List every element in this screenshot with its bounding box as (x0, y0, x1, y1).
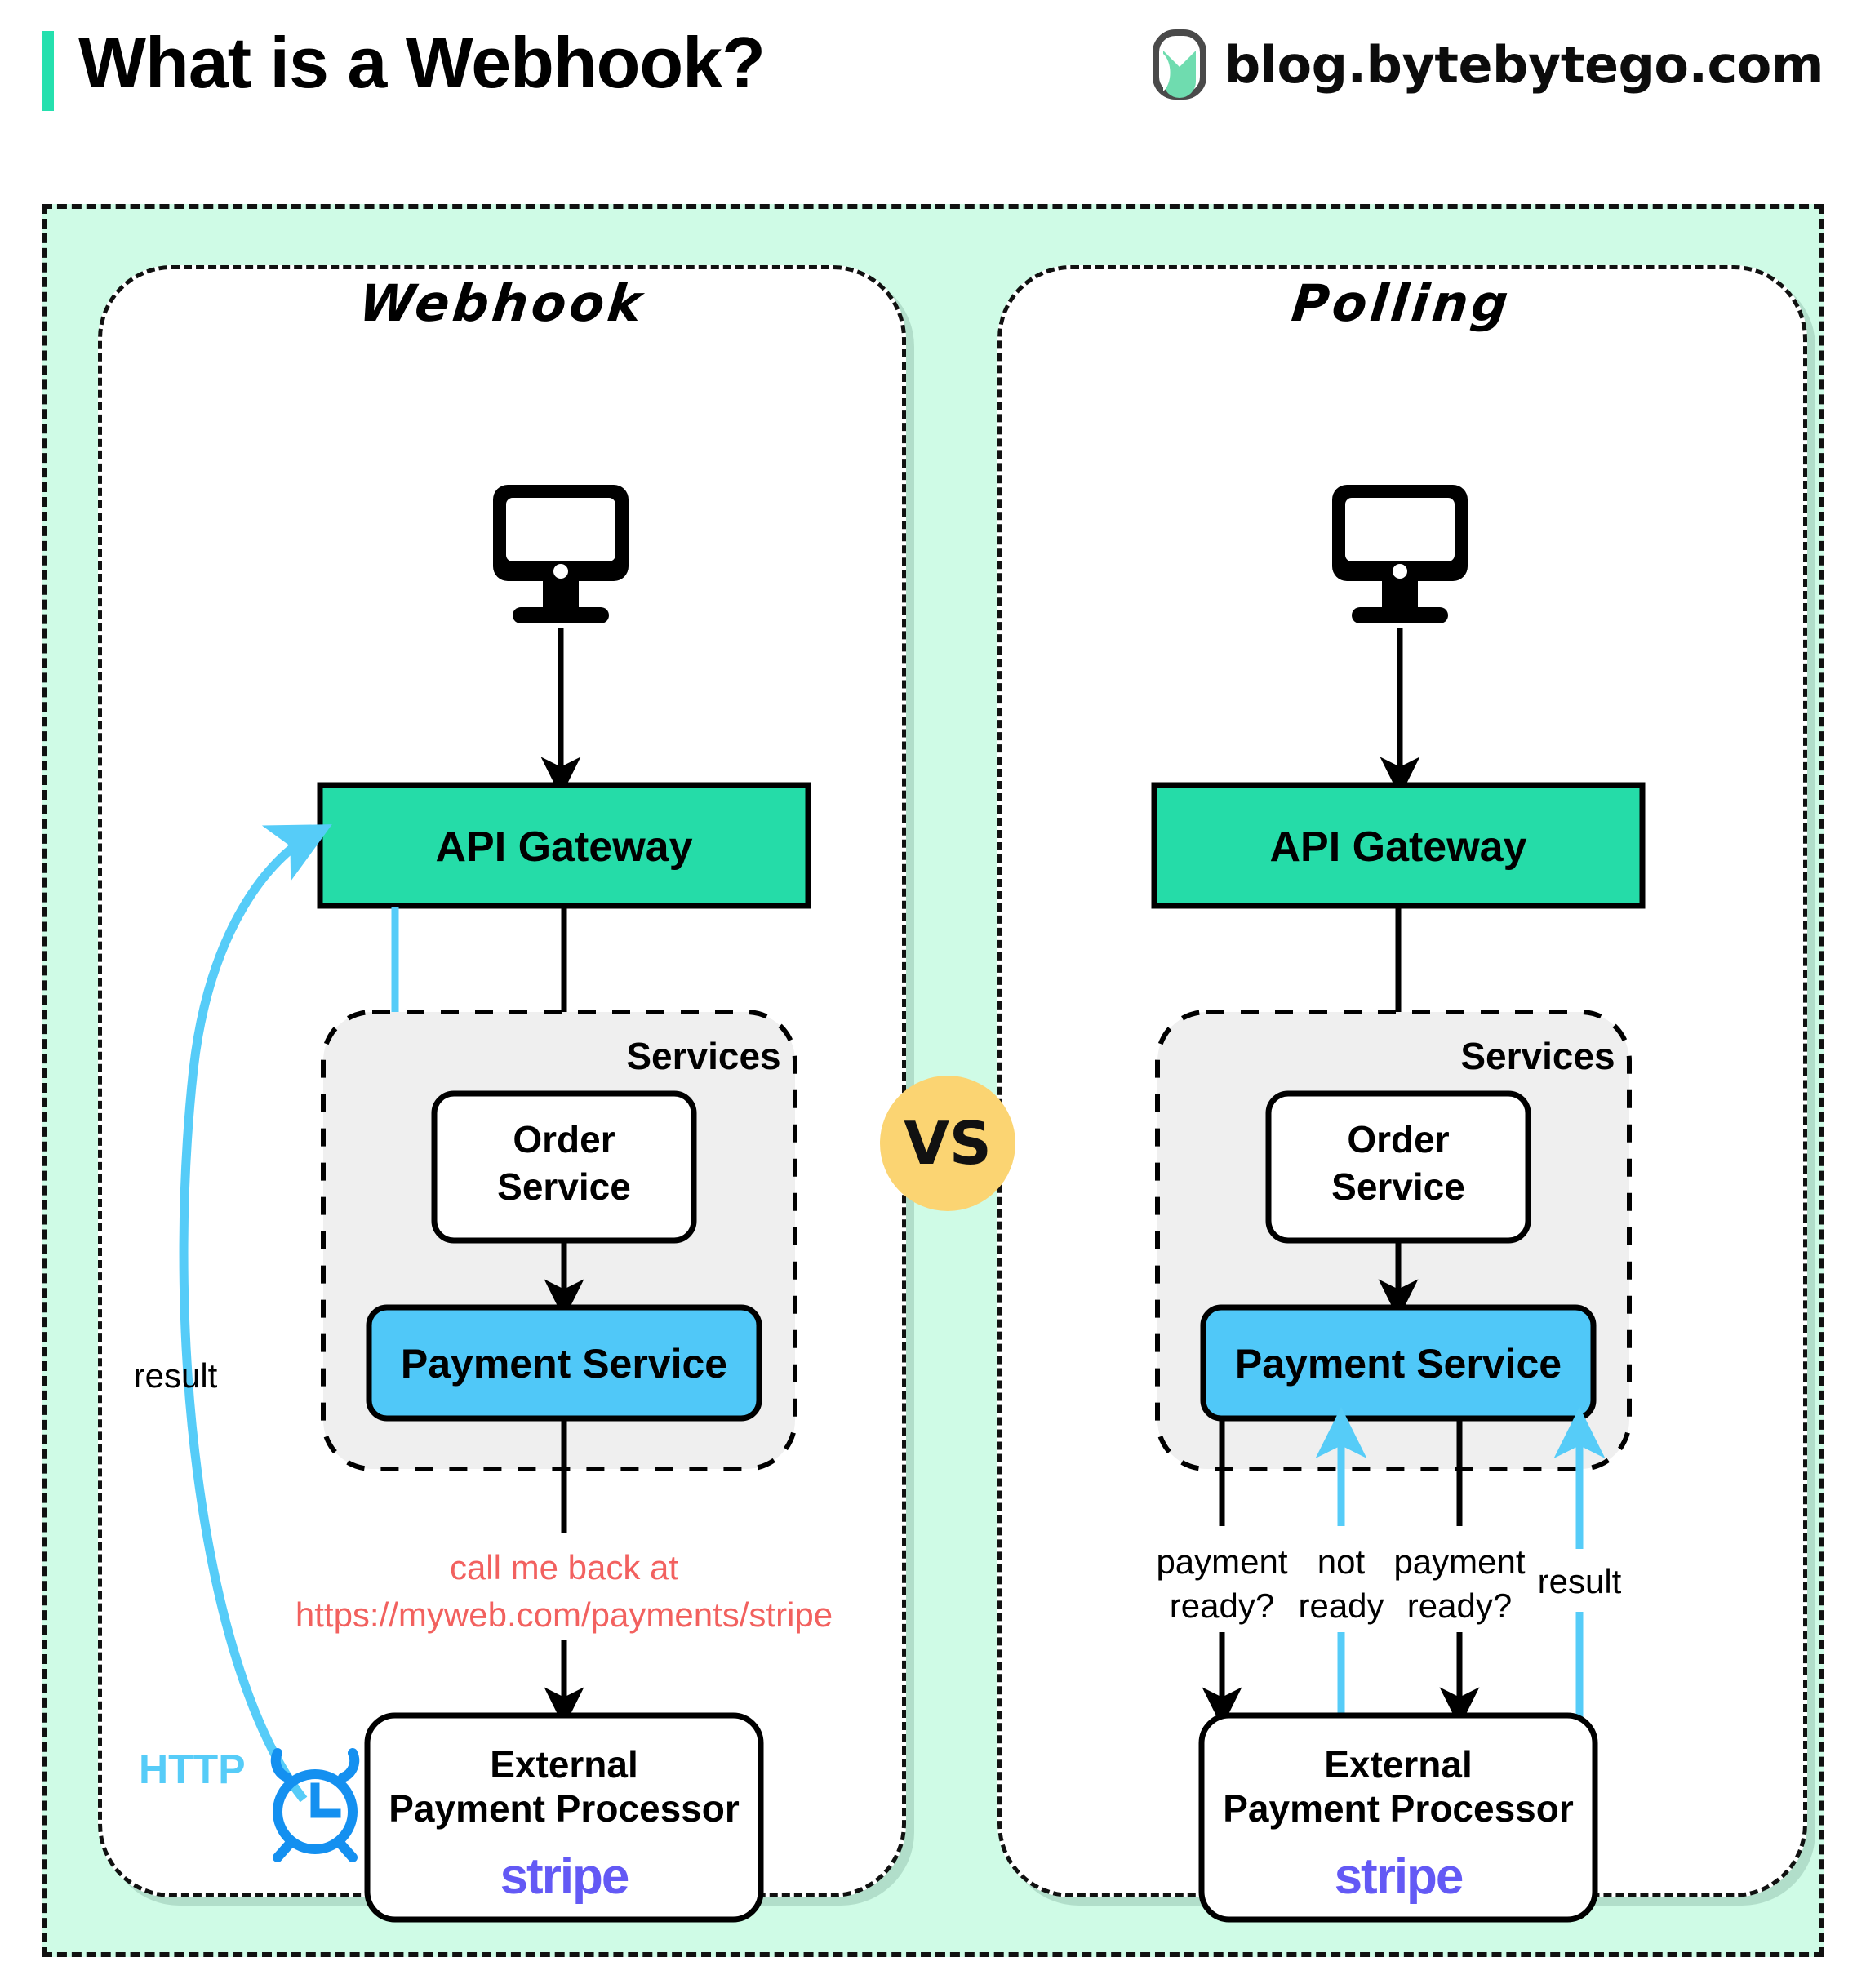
brand-text: blog.bytebytego.com (1224, 34, 1824, 95)
panel-title-polling: Polling (1289, 273, 1514, 333)
panel-webhook (98, 265, 906, 1897)
panel-polling (997, 265, 1807, 1897)
page-title: What is a Webhook? (78, 22, 766, 103)
bytebytego-logo-icon (1152, 29, 1206, 100)
panel-title-webhook: Webhook (356, 273, 648, 333)
brand: blog.bytebytego.com (1152, 29, 1824, 100)
header: What is a Webhook? blog.bytebytego.com (0, 0, 1866, 137)
title-accent-bar (42, 31, 54, 111)
vs-badge: VS (880, 1076, 1015, 1211)
